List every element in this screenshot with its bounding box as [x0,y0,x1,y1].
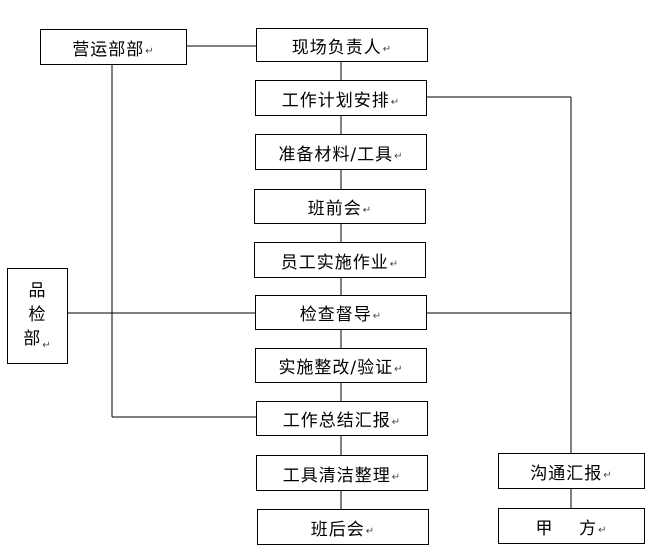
node-pre-shift-meeting-label: 班前会 [307,199,362,219]
node-rectification: 实施整改/验证↵ [255,348,427,383]
node-inspection-supervision-label: 检查督导 [299,305,372,325]
node-staff-execution-label: 员工实施作业 [280,252,389,273]
paragraph-mark-icon: ↵ [145,45,155,57]
paragraph-mark-icon: ↵ [391,417,402,428]
node-tool-cleanup-label: 工具清洁整理 [282,465,391,486]
node-staff-execution: 员工实施作业↵ [254,242,426,278]
node-quality-dept-char-2: 检 [28,304,47,325]
node-site-manager: 现场负责人↵ [256,28,428,62]
node-communication-report: 沟通汇报↵ [498,453,645,489]
paragraph-mark-icon: ↵ [603,469,613,481]
paragraph-mark-icon: ↵ [391,471,402,483]
paragraph-mark-icon: ↵ [389,258,400,270]
paragraph-mark-icon: ↵ [362,205,373,216]
node-post-shift-meeting: 班后会↵ [257,509,429,545]
paragraph-mark-icon: ↵ [382,43,393,55]
paragraph-mark-icon: ↵ [394,150,404,162]
node-work-plan-label: 工作计划安排 [281,90,390,111]
node-post-shift-meeting-label: 班后会 [310,519,365,540]
node-quality-dept-char-3-text: 部 [23,328,42,349]
paragraph-mark-icon: ↵ [390,96,401,108]
node-quality-dept-char-1: 品 [28,280,47,301]
node-party-a: 甲 方↵ [498,508,645,544]
paragraph-mark-icon: ↵ [394,364,404,375]
node-rectification-label: 实施整改/验证 [278,358,394,378]
node-work-summary-label: 工作总结汇报 [282,411,391,431]
node-tool-cleanup: 工具清洁整理↵ [256,455,428,491]
node-operations-dept-label: 营运部部 [72,39,145,60]
node-work-plan: 工作计划安排↵ [255,80,427,116]
node-work-summary: 工作总结汇报↵ [256,401,428,436]
paragraph-mark-icon: ↵ [42,339,52,351]
paragraph-mark-icon: ↵ [365,525,376,537]
node-prepare-materials-label: 准备材料/工具 [278,144,394,165]
node-prepare-materials: 准备材料/工具↵ [255,134,427,170]
node-site-manager-label: 现场负责人 [291,37,382,58]
paragraph-mark-icon: ↵ [598,524,608,536]
node-quality-dept-char-3: 部↵ [23,327,51,354]
node-inspection-supervision: 检查督导↵ [255,295,427,330]
node-communication-report-label: 沟通汇报 [530,463,603,484]
node-operations-dept: 营运部部↵ [40,29,187,65]
node-pre-shift-meeting: 班前会↵ [254,189,426,224]
paragraph-mark-icon: ↵ [372,311,383,322]
node-party-a-label: 甲 方 [535,518,598,539]
node-quality-dept: 品 检 部↵ [7,268,68,364]
